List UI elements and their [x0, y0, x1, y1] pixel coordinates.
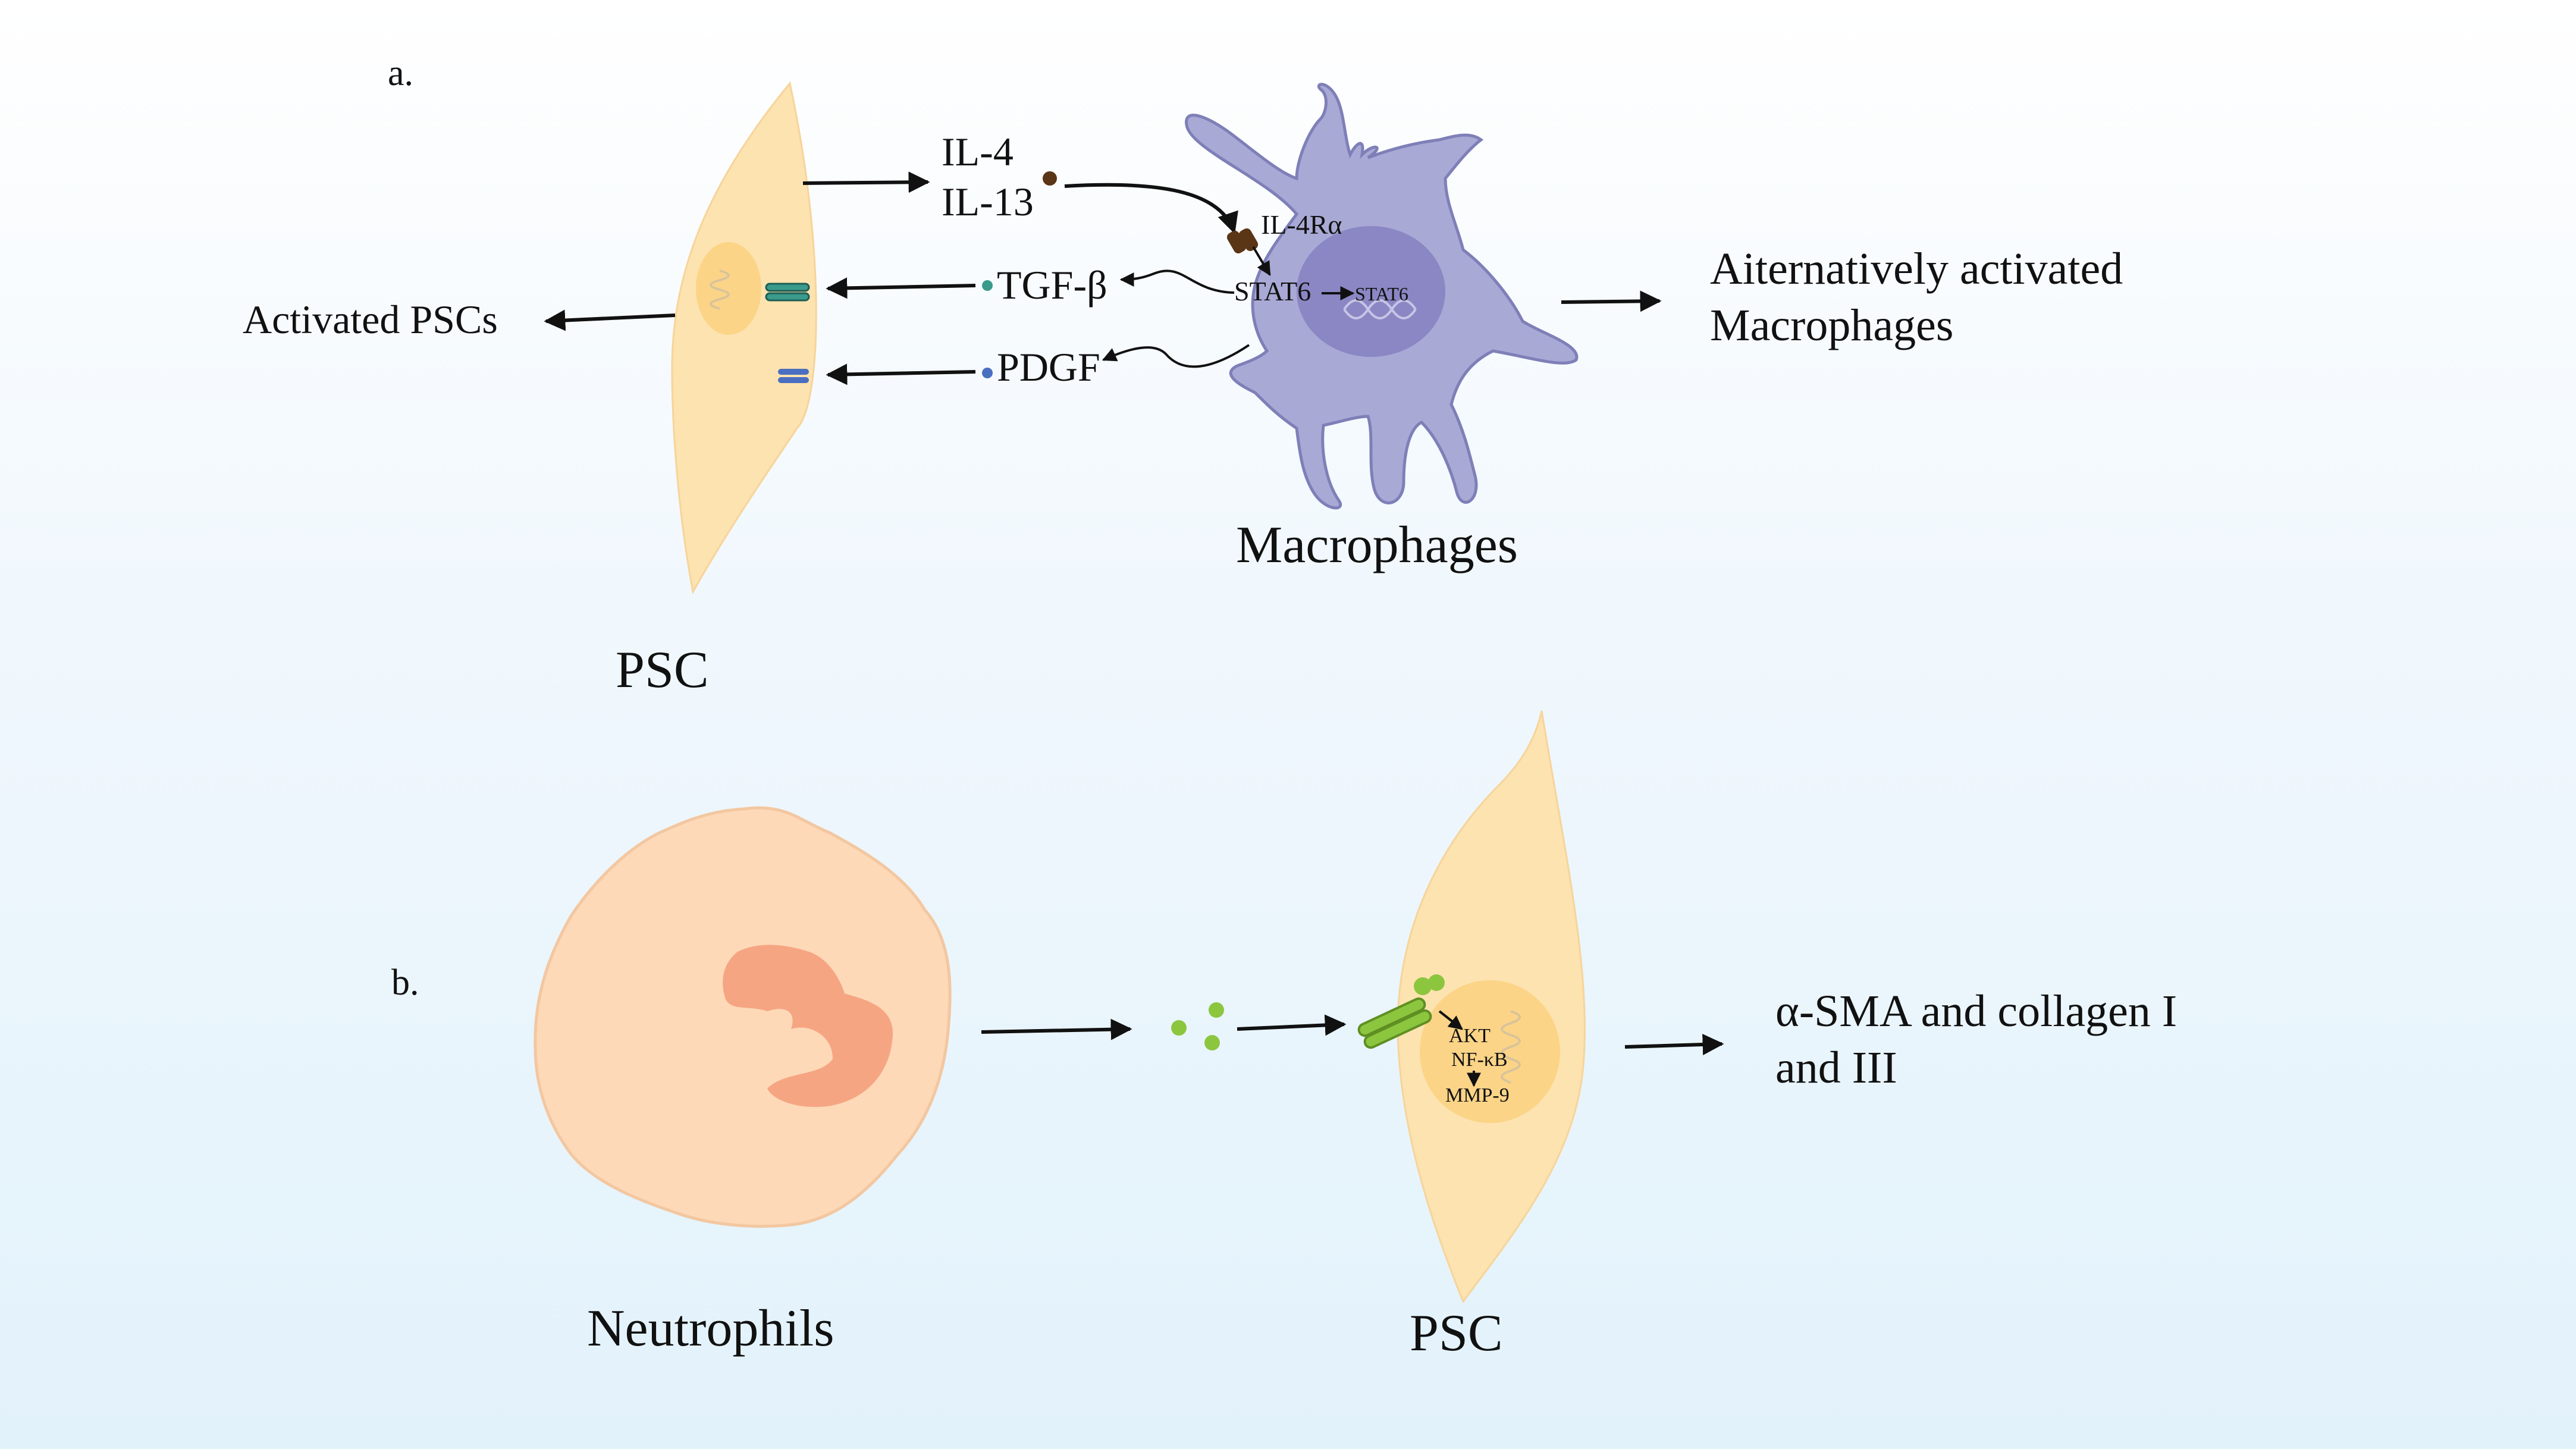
il4-ligand-icon: [1043, 171, 1057, 186]
tgf-arrow: [826, 277, 976, 299]
psc-label-b: PSC: [1410, 1304, 1503, 1362]
pdgf-arrow: [826, 363, 976, 385]
psc-cell-b: [1357, 710, 1586, 1304]
panel-a-label: a.: [388, 53, 413, 93]
receptor-to-stat6-arrow: [1252, 246, 1271, 277]
nfkb-label: NF-κB: [1451, 1049, 1508, 1071]
akt-label: AKT: [1449, 1025, 1491, 1047]
neutrophil-cell: [534, 806, 952, 1228]
panel-b-label: b.: [391, 962, 419, 1003]
alt-activation-arrow: [1561, 290, 1662, 312]
dna-helix-icon: [710, 269, 730, 310]
psc-label-a: PSC: [616, 641, 709, 699]
panel-a: a. PSC Activated PSCs IL-4 IL-13: [243, 53, 2123, 699]
alt-activated-line1: Aiternatively activated: [1710, 244, 2123, 294]
result-line1: α-SMA and collagen I: [1775, 986, 2177, 1036]
macrophage-nucleus: [1297, 226, 1445, 357]
green-ligand-icon: [1209, 1002, 1224, 1018]
activated-pscs-arrow: [544, 309, 676, 331]
green-receptor-icon: [1357, 974, 1445, 1049]
il4ra-label: IL-4Rα: [1261, 209, 1342, 240]
stat6-label: STAT6: [1234, 276, 1311, 306]
neutrophil-secretion-arrow: [981, 1018, 1132, 1040]
il4ra-receptor-icon: [1226, 228, 1259, 254]
mmp9-label: MMP-9: [1445, 1084, 1510, 1106]
il13-label: IL-13: [942, 179, 1034, 224]
tgf-label: TGF-β: [997, 262, 1107, 308]
tgf-ligand-icon: [982, 280, 993, 291]
dna-helix-icon: [1501, 1010, 1521, 1084]
result-line2: and III: [1775, 1043, 1897, 1093]
il4-label: IL-4: [942, 129, 1014, 174]
psc-cell-a: [671, 81, 817, 595]
psc-nucleus-a: [696, 242, 761, 335]
psc-to-il-arrow: [802, 171, 930, 193]
psc-output-arrow: [1624, 1034, 1724, 1055]
alt-activated-line2: Macrophages: [1710, 300, 1953, 350]
pdgf-label: PDGF: [997, 344, 1100, 390]
activated-pscs-label: Activated PSCs: [243, 297, 498, 342]
macrophage-cell: [1185, 83, 1579, 510]
dna-helix-icon: [1343, 299, 1417, 319]
pdgf-release-curve: [1102, 344, 1250, 368]
green-ligand-icon: [1171, 1020, 1187, 1036]
tgf-receptor-icon: [765, 283, 810, 302]
neutrophils-label: Neutrophils: [587, 1300, 834, 1357]
ligand-to-receptor-arrow: [1237, 1014, 1347, 1036]
pdgf-ligand-icon: [982, 368, 993, 378]
pdgf-receptor-icon: [778, 369, 809, 383]
green-ligand-icon: [1204, 1035, 1220, 1050]
neutrophil-nucleus: [723, 945, 893, 1107]
panel-b: b. Neutrophils AKT NF-κB: [391, 710, 2177, 1362]
stat6-nucleus-label: STAT6: [1355, 283, 1408, 305]
receptor-to-akt-arrow: [1438, 1010, 1463, 1030]
macrophages-label: Macrophages: [1236, 516, 1518, 574]
dna-helix-icon: [1343, 299, 1417, 319]
tgf-release-curve: [1119, 269, 1235, 294]
il-to-receptor-arrow: [1064, 183, 1238, 234]
